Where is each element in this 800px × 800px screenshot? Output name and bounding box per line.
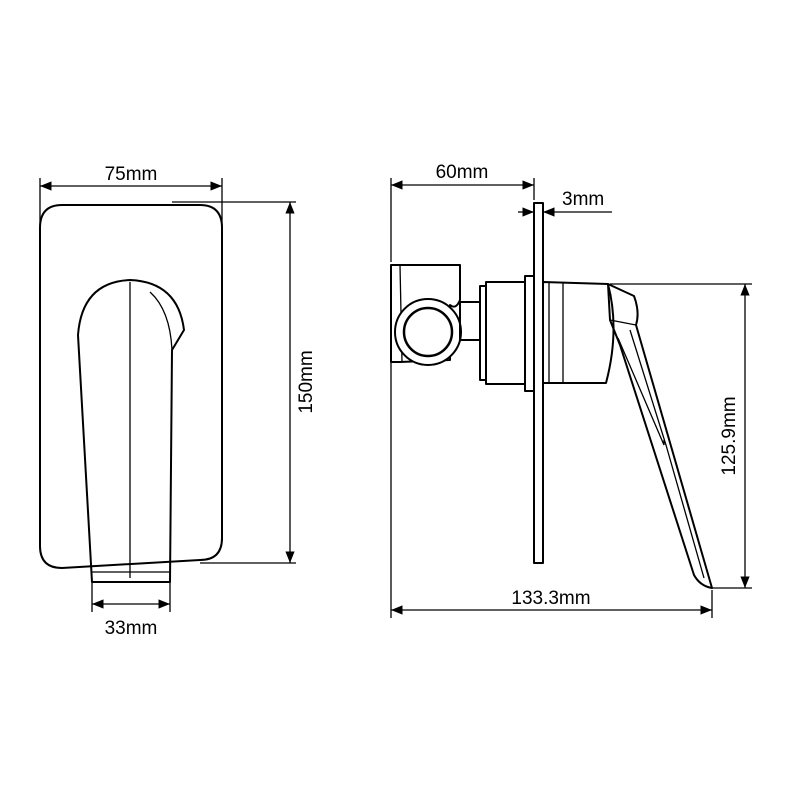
- side-view: 60mm 3mm 125.9mm 133.3mm: [390, 162, 752, 618]
- lever-height-label: 125.9mm: [719, 396, 740, 475]
- inlet-inner: [402, 306, 454, 358]
- body-sleeve: [485, 281, 526, 385]
- width-label: 75mm: [105, 164, 158, 185]
- cover-plate: [39, 204, 223, 569]
- lever: [607, 283, 713, 589]
- front-view: 75mm 150mm 33mm: [39, 164, 317, 639]
- trim-body: [542, 281, 615, 384]
- depth-label: 60mm: [436, 162, 489, 183]
- handle-width-label: 33mm: [105, 618, 158, 639]
- wall-plate: [533, 202, 544, 564]
- plate-thickness-label: 3mm: [562, 189, 604, 210]
- height-label: 150mm: [296, 350, 317, 413]
- front-handle: [77, 279, 185, 583]
- total-depth-label: 133.3mm: [511, 588, 590, 609]
